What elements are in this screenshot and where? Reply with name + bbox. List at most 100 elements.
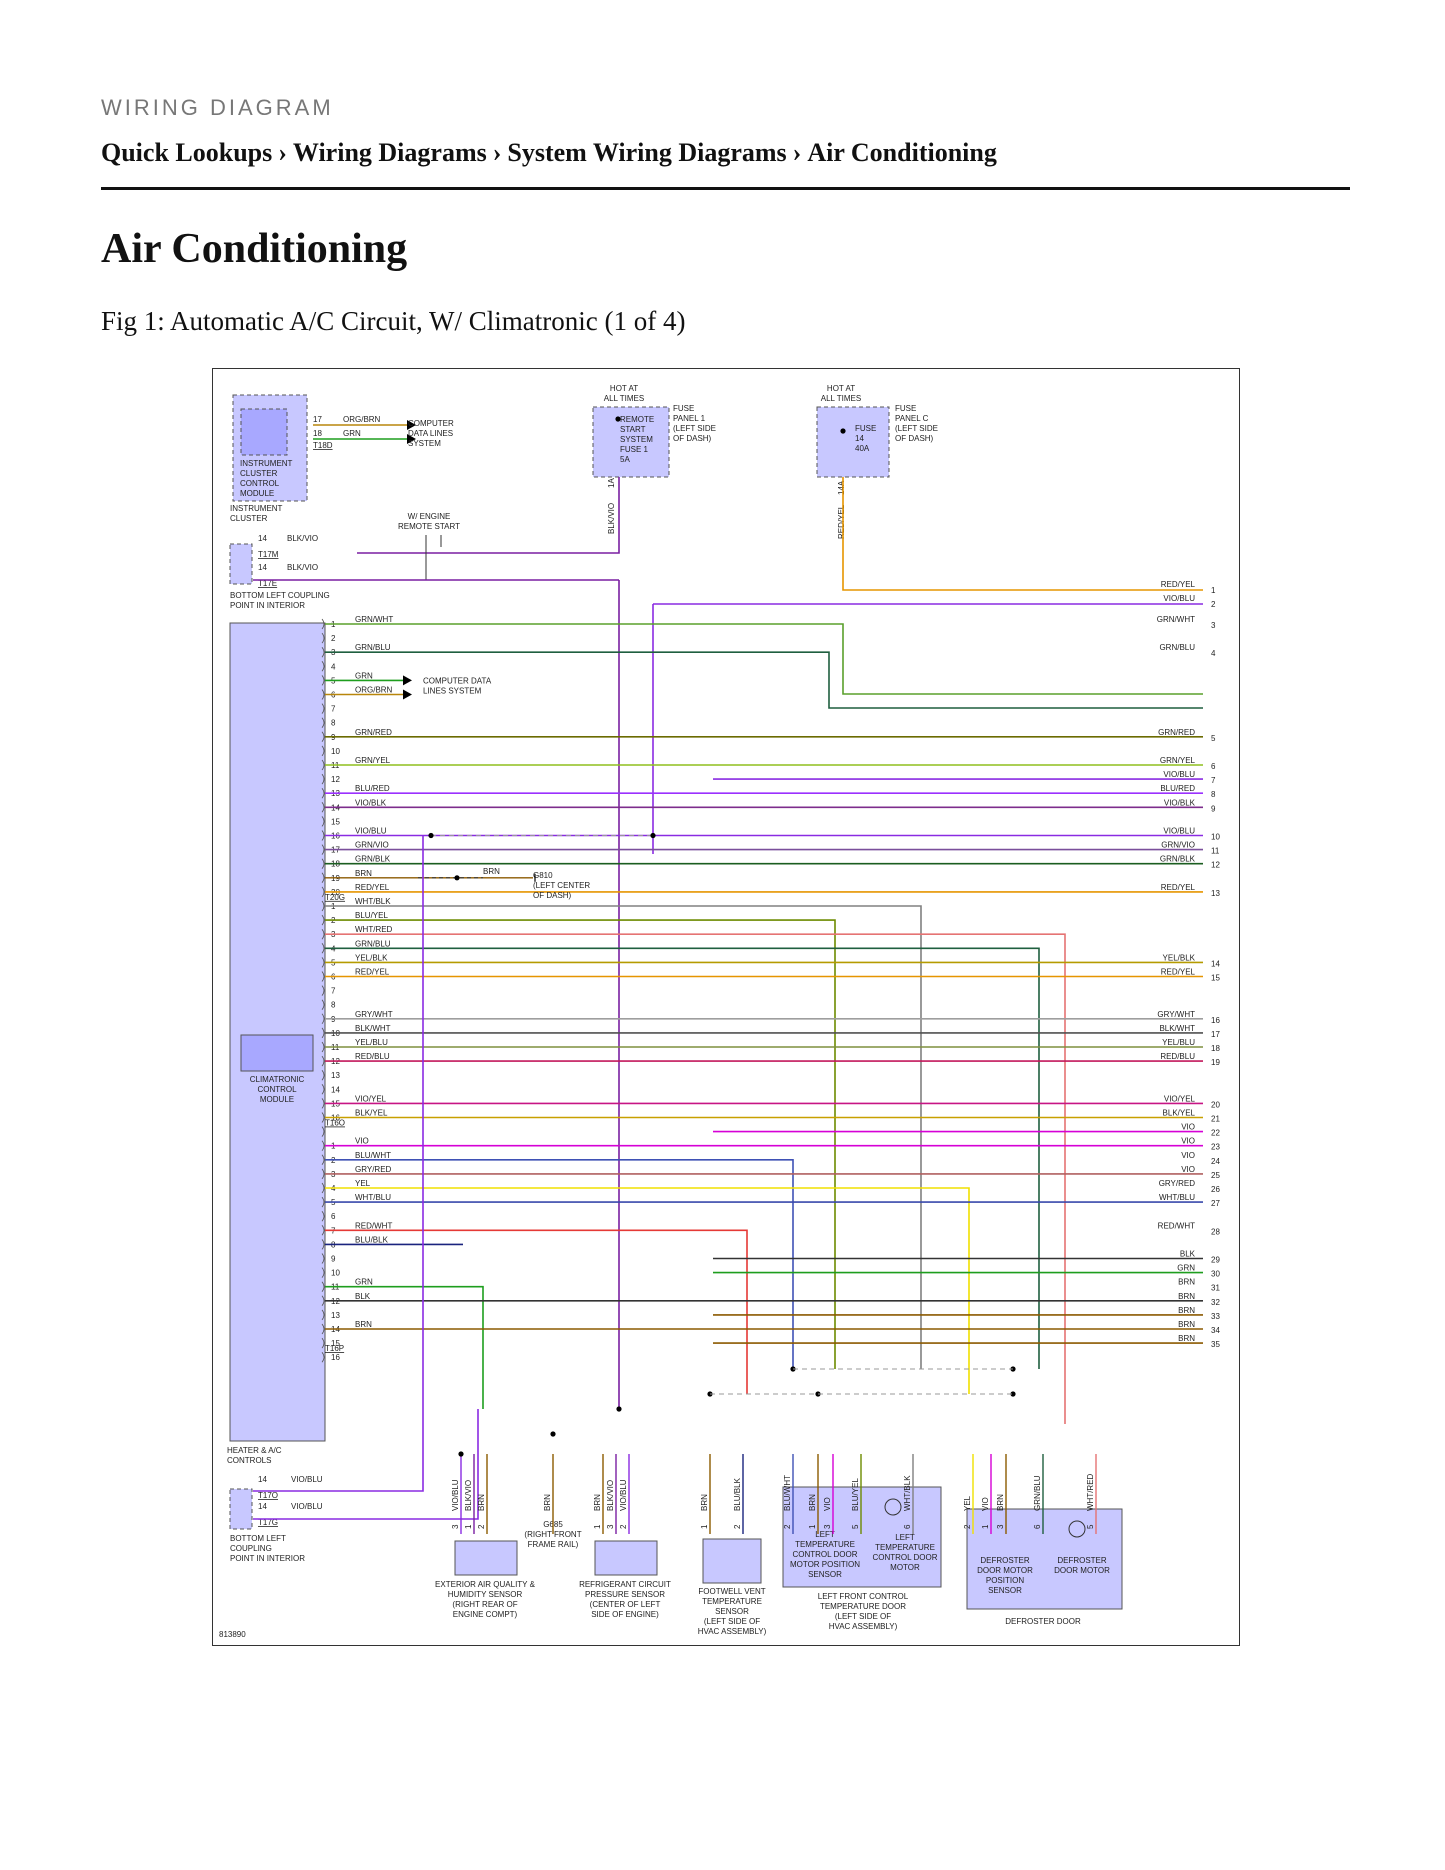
pin-terminal <box>321 985 325 996</box>
right-wire-label: VIO <box>1181 1137 1195 1146</box>
right-wire-label: BRN <box>1178 1320 1195 1329</box>
pin-terminal <box>321 844 325 855</box>
motor-symbol <box>884 1498 902 1516</box>
connector-t18d: T18D <box>313 441 333 450</box>
module-wire-label: RED/YEL <box>355 968 390 977</box>
g685-label: FRAME RAIL) <box>528 1540 579 1549</box>
module-wire-label: VIO/BLU <box>355 827 387 836</box>
vio-blu-wire-lower <box>253 1409 479 1520</box>
module-pin-number: 2 <box>331 634 336 643</box>
bottom-wire-label: VIO <box>981 1497 990 1511</box>
climatronic-module-label: CLIMATRONIC <box>250 1075 305 1084</box>
right-wire-label: WHT/BLU <box>1159 1193 1195 1202</box>
climatronic-module-box <box>229 622 326 1442</box>
module-wire-label: BLU/WHT <box>355 1151 391 1160</box>
g810-label: OF DASH) <box>533 891 572 900</box>
pin-terminal <box>321 928 325 940</box>
module-wire <box>325 905 922 1369</box>
arrow-head <box>407 420 416 430</box>
instrument-cluster-control-module-label: INSTRUMENT <box>240 459 293 468</box>
fuse-1-output-pin: 1A <box>607 478 616 488</box>
pin-terminal <box>321 675 325 686</box>
module-pin-number: 16 <box>331 1353 340 1362</box>
pin-terminal <box>321 914 325 926</box>
fuse-panel-c-label: PANEL C <box>895 414 929 423</box>
pin-terminal <box>321 1323 325 1335</box>
module-wire <box>325 1229 748 1394</box>
right-reference-number: 23 <box>1211 1143 1220 1152</box>
pin-terminal <box>321 943 325 954</box>
fuse-panel-c-label: OF DASH) <box>895 434 934 443</box>
right-wire-label: VIO/BLU <box>1163 827 1195 836</box>
fuse-panel-c-box <box>816 406 890 478</box>
breadcrumb-system-wiring-diagrams[interactable]: System Wiring Diagrams <box>507 138 787 167</box>
right-wire-label: GRN/BLK <box>1160 855 1196 864</box>
pin-terminal <box>321 787 325 799</box>
bottom-left-coupling-box <box>229 543 253 585</box>
bottom-wire-label: VIO/BLU <box>619 1479 628 1511</box>
red-yel-wire-fuse14 <box>842 477 1203 591</box>
remote-start-fuse-label: REMOTE <box>620 415 654 424</box>
bottom-pin-number: 2 <box>783 1524 792 1529</box>
pin-terminal <box>321 703 325 714</box>
climatronic-module-inner <box>240 1034 314 1072</box>
right-wire-label: GRN/VIO <box>1161 841 1195 850</box>
module-wire-label: VIO <box>355 1137 369 1146</box>
right-wire-label: RED/WHT <box>1158 1221 1195 1230</box>
bottom-wire-label: BRN <box>700 1494 709 1511</box>
pin-terminal <box>321 1013 325 1025</box>
right-wire-label: BRN <box>1178 1292 1195 1301</box>
bottom-left-coupling-label: BOTTOM LEFT <box>230 1534 286 1543</box>
pin-terminal <box>321 1351 325 1363</box>
connector-t17m: T17M <box>258 550 279 559</box>
g810-label: G810 <box>533 871 553 880</box>
module-wire-label: YEL/BLU <box>355 1038 388 1047</box>
module-wire <box>325 919 836 1369</box>
blk-vio-wire-fuse1 <box>357 477 620 554</box>
right-wire-label: VIO <box>1181 1151 1195 1160</box>
coupling-pin-number: 14 <box>258 1475 267 1484</box>
exterior-air-quality-sensor-label: (RIGHT REAR OF <box>452 1600 517 1609</box>
fuse-14-output-wire-label: RED/YEL <box>837 504 846 539</box>
fuse-panel-1-box <box>592 406 670 478</box>
right-reference-number: 5 <box>1211 734 1216 743</box>
left-temp-motor-label: LEFT <box>895 1533 915 1542</box>
motor-symbol <box>1068 1520 1086 1538</box>
module-wire <box>325 623 1203 695</box>
bottom-pin-number: 5 <box>1086 1524 1095 1529</box>
module-wire-label: RED/YEL <box>355 883 390 892</box>
module-pin-number: 13 <box>331 1071 340 1080</box>
pin-terminal <box>321 957 325 968</box>
right-wire-label: BLU/RED <box>1160 784 1195 793</box>
right-reference-number: 22 <box>1211 1129 1220 1138</box>
pin-terminal <box>321 745 325 757</box>
coupling-pin-number: 14 <box>258 563 267 572</box>
right-reference-number: 31 <box>1211 1284 1220 1293</box>
pin-terminal <box>321 830 325 841</box>
bottom-pin-number: 1 <box>700 1524 709 1529</box>
refrigerant-pressure-sensor-box <box>594 1540 658 1576</box>
module-wire-label: ORG/BRN <box>355 686 393 695</box>
bottom-pin-number: 3 <box>451 1524 460 1529</box>
instrument-cluster-label: CLUSTER <box>230 514 268 523</box>
right-wire-label: GRY/WHT <box>1157 1010 1195 1019</box>
right-reference-number: 29 <box>1211 1256 1220 1265</box>
module-wire <box>325 1158 794 1369</box>
module-wire-label: GRN <box>355 1278 373 1287</box>
module-wire-label: BRN <box>355 869 372 878</box>
coupling-wire-label: BLK/VIO <box>287 563 318 572</box>
pin-terminal <box>321 1112 325 1123</box>
instrument-cluster-control-module-label: CLUSTER <box>240 469 278 478</box>
g685-label: (RIGHT FRONT <box>524 1530 581 1539</box>
module-wire <box>325 651 1203 709</box>
module-pin-number: 13 <box>331 1311 340 1320</box>
breadcrumb-wiring-diagrams[interactable]: Wiring Diagrams <box>292 138 487 167</box>
breadcrumb-air-conditioning[interactable]: Air Conditioning <box>807 138 997 167</box>
module-wire <box>325 1187 970 1394</box>
breadcrumb-quick-lookups[interactable]: Quick Lookups <box>101 138 273 167</box>
connector-t17e: T17E <box>258 579 277 588</box>
hot-at-all-times-label: ALL TIMES <box>604 394 644 403</box>
climatronic-module-label: CONTROL <box>257 1085 297 1094</box>
footwell-sensor-box <box>702 1538 762 1584</box>
